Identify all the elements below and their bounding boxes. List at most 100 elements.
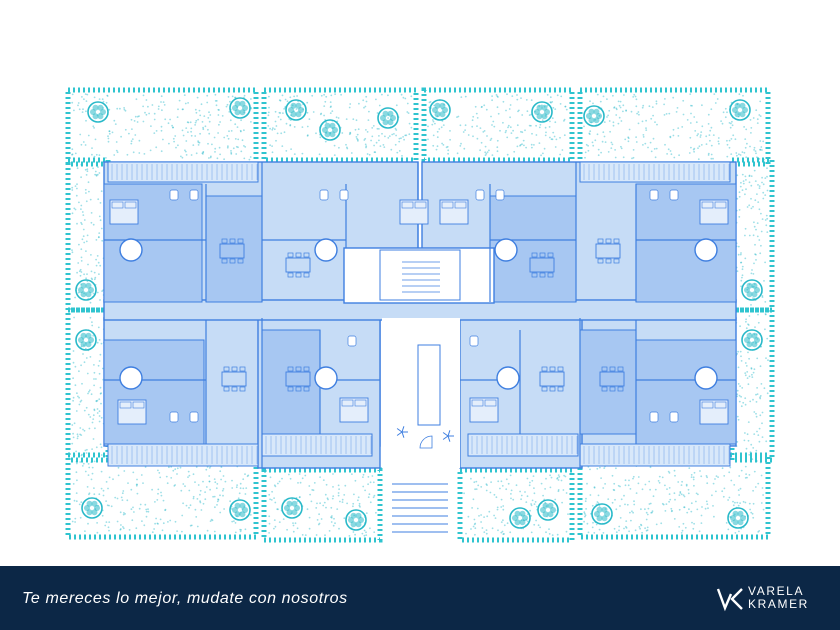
bathroom-fixture [169, 411, 179, 423]
garden-dot [323, 105, 326, 107]
garden-dot [250, 107, 253, 110]
garden-dot [123, 512, 125, 514]
garden-dot [363, 106, 365, 109]
garden-dot [96, 341, 99, 344]
garden-dot [752, 234, 755, 237]
garden-dot [107, 137, 110, 140]
apartment-unit [103, 339, 205, 445]
garden-dot [304, 474, 307, 477]
garden-dot [80, 501, 83, 503]
garden-dot [366, 131, 369, 133]
chair [605, 258, 612, 264]
garden-dot [90, 212, 93, 214]
garden-dot [272, 127, 274, 130]
garden-dot [491, 154, 494, 157]
garden-dot [744, 234, 746, 237]
garden-dot [357, 496, 360, 499]
garden-dot [81, 111, 84, 113]
dining-set [221, 366, 247, 392]
garden-dot [316, 502, 318, 505]
garden-dot [197, 141, 200, 144]
tree-leaf [86, 500, 93, 507]
garden-dot [565, 492, 568, 494]
garden-dot [80, 271, 83, 273]
garden-dot [78, 108, 81, 111]
tree-leaf [80, 282, 87, 289]
garden-dot [483, 476, 485, 479]
garden-dot [434, 122, 436, 125]
garden-dot [624, 479, 627, 482]
tree-outline [727, 507, 749, 529]
garden-dot [227, 145, 229, 148]
tree-outline [741, 329, 763, 351]
garden-dot [475, 488, 478, 490]
garden-dot [362, 476, 364, 478]
garden-dot [130, 140, 133, 143]
garden-dot [692, 476, 695, 479]
garden-dot [748, 234, 751, 237]
tree-outline [281, 497, 303, 519]
garden-dot [197, 144, 200, 146]
garden-dot [550, 476, 553, 479]
garden-dot [555, 138, 558, 141]
garden-dot [83, 361, 86, 364]
garden-dot [755, 259, 757, 261]
garden-dot [289, 96, 292, 99]
garden-dot [198, 109, 201, 112]
garden-dot [192, 473, 195, 476]
garden-dot [690, 476, 693, 478]
garden-dot [234, 138, 237, 140]
garden-dot [727, 528, 730, 531]
garden-dot [741, 274, 744, 277]
chair [609, 366, 616, 372]
garden-dot [323, 114, 325, 117]
garden-dot [243, 145, 245, 147]
garden-dot [228, 111, 231, 113]
garden-dot [635, 141, 638, 143]
tree-leaf [547, 511, 554, 518]
garden-dot [233, 520, 235, 522]
garden-dot [338, 146, 340, 149]
garden-dot [105, 500, 107, 502]
garden-dot [502, 121, 504, 124]
round-table [694, 366, 718, 390]
garden-dot [117, 466, 120, 469]
garden-dot [758, 114, 761, 116]
garden-dot [339, 500, 341, 503]
garden-dot [476, 125, 478, 127]
garden-dot [614, 498, 616, 501]
garden-dot [404, 97, 407, 100]
garden-dot [82, 353, 84, 355]
garden-dot [133, 120, 136, 122]
garden-dot [281, 94, 284, 97]
garden-dot [100, 190, 103, 193]
garden-dot [71, 189, 74, 191]
garden-dot [285, 122, 288, 125]
garden-dot [390, 148, 393, 151]
garden-dot [760, 146, 763, 148]
garden-dot [585, 508, 587, 510]
garden-dot [752, 371, 755, 374]
garden-dot [98, 398, 101, 401]
chair [617, 366, 624, 372]
garden-dot [502, 533, 505, 535]
garden-dot [114, 496, 117, 499]
garden-dot [104, 524, 107, 527]
garden-dot [634, 95, 637, 98]
garden-dot [488, 149, 490, 152]
garden-dot [485, 489, 488, 492]
garden-dot [387, 137, 390, 139]
garden-dot [78, 370, 80, 373]
garden-dot [755, 228, 757, 231]
garden-dot [642, 136, 645, 138]
garden-dot [348, 535, 351, 537]
garden-dot [147, 510, 150, 513]
garden-dot [89, 316, 92, 319]
garden-dot [628, 128, 631, 131]
garden-dot [275, 125, 278, 127]
garden-dot [357, 128, 360, 131]
garden-dot [108, 130, 111, 133]
garden-dot [162, 138, 164, 141]
garden-dot [195, 516, 198, 518]
garden-dot [132, 471, 135, 474]
